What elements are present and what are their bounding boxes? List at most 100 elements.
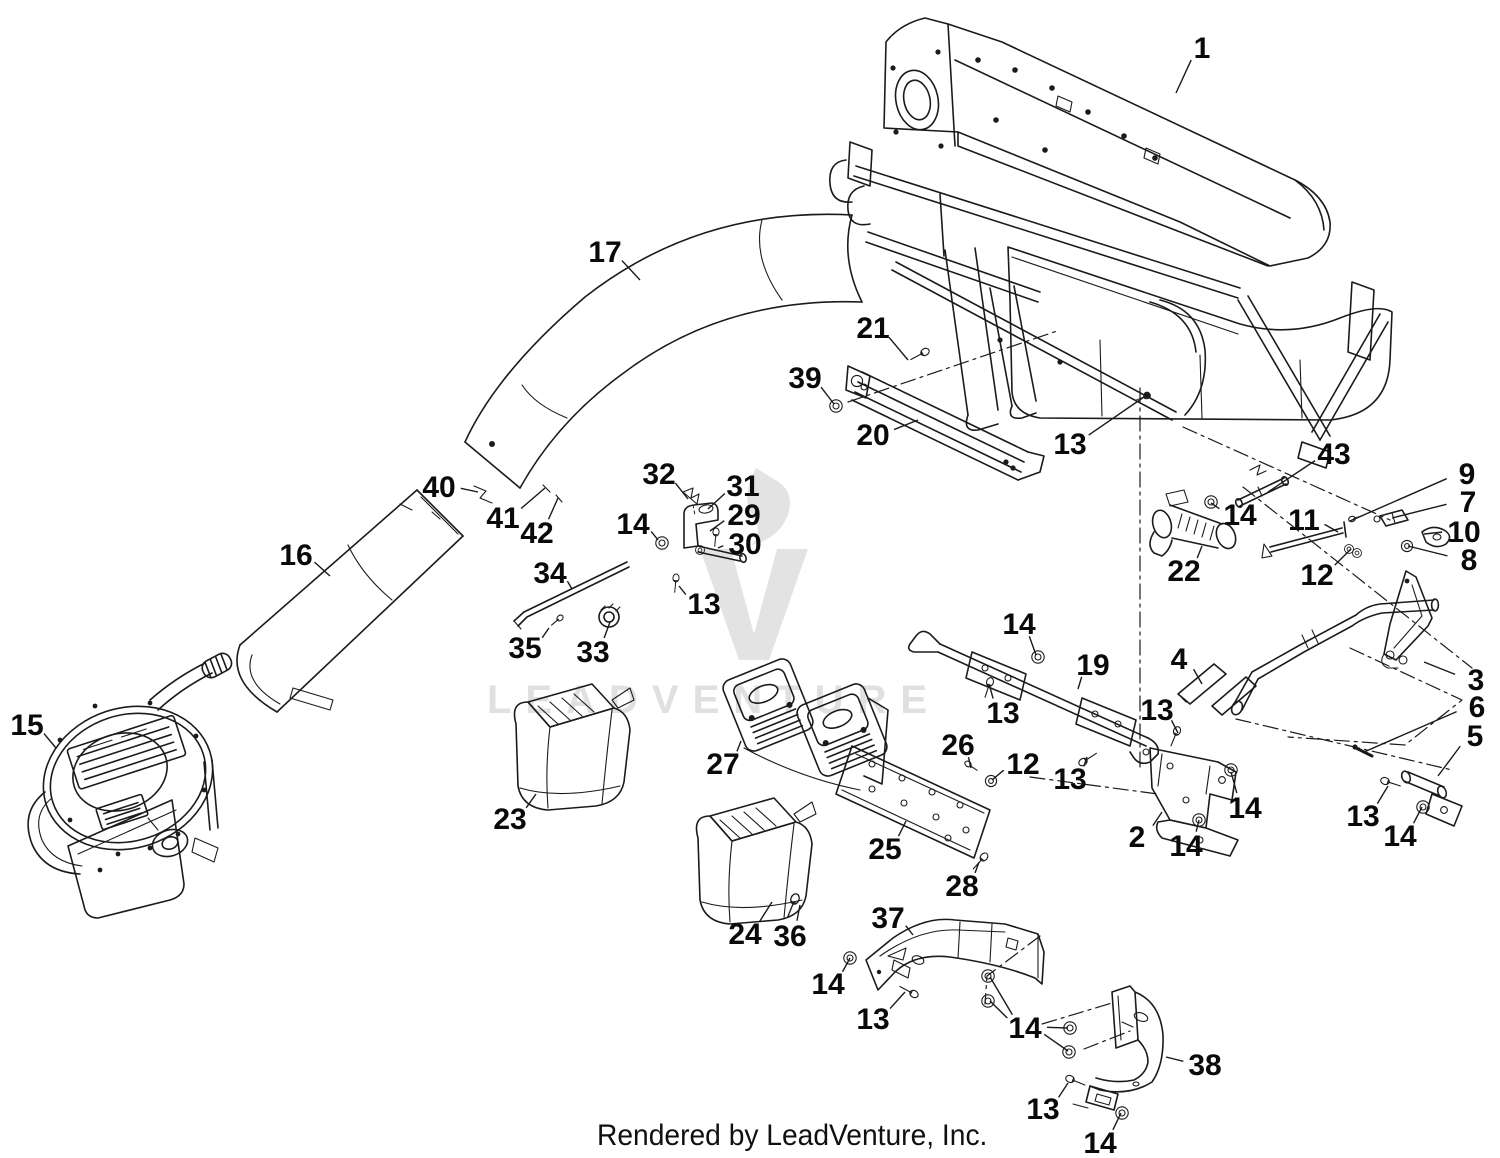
callout-leader-32 xyxy=(674,482,689,500)
mount-frame xyxy=(829,141,1389,469)
callout-label-38: 38 xyxy=(1188,1049,1221,1082)
callout-leader-14 xyxy=(989,976,1013,1016)
callout-label-24: 24 xyxy=(728,918,762,951)
callout-label-28: 28 xyxy=(945,870,978,903)
callout-label-5: 5 xyxy=(1467,720,1484,753)
callout-leader-43 xyxy=(1267,460,1316,493)
latch-rod-34 xyxy=(513,561,630,630)
rail-20 xyxy=(845,346,1045,481)
blower-assembly xyxy=(27,652,233,919)
callout-label-14: 14 xyxy=(1223,499,1257,532)
callout-leader-27 xyxy=(736,740,742,752)
grip-fitting-22 xyxy=(1149,489,1237,557)
callout-label-2: 2 xyxy=(1129,821,1146,854)
callout-label-36: 36 xyxy=(773,920,806,953)
callout-leader-13 xyxy=(1088,396,1145,436)
callout-label-4: 4 xyxy=(1171,643,1188,676)
callout-leader-17 xyxy=(621,260,641,281)
callout-label-11: 11 xyxy=(1288,504,1320,537)
callout-label-13: 13 xyxy=(1346,800,1379,833)
latch-bracket-29 xyxy=(670,487,747,594)
footer-credit: Rendered by LeadVenture, Inc. xyxy=(597,1119,988,1152)
callout-leader-14 xyxy=(841,957,851,973)
callout-leader-13 xyxy=(678,585,687,596)
callout-leader-13 xyxy=(988,683,994,699)
callout-leader-3 xyxy=(1423,661,1456,675)
alignment-lines xyxy=(847,329,1473,1050)
callout-leader-14 xyxy=(1210,502,1220,510)
callout-label-14: 14 xyxy=(1083,1127,1117,1158)
callout-label-3: 3 xyxy=(1468,664,1485,697)
callout-label-29: 29 xyxy=(727,499,760,532)
callout-leader-11 xyxy=(1324,523,1339,533)
callout-label-9: 9 xyxy=(1459,458,1476,491)
pivot-pin-43 xyxy=(1234,464,1290,509)
callout-label-14: 14 xyxy=(811,968,845,1001)
callout-leader-42 xyxy=(547,497,559,520)
bracket-2 xyxy=(1149,747,1239,857)
watermark-logo-icon xyxy=(700,468,808,660)
callout-leader-41 xyxy=(520,487,546,510)
callout-leader-28 xyxy=(974,861,980,874)
lower-chute xyxy=(236,489,464,713)
callout-label-6: 6 xyxy=(1469,691,1486,724)
callout-label-13: 13 xyxy=(687,588,720,621)
callout-leader-14 xyxy=(1230,771,1238,794)
callout-label-10: 10 xyxy=(1447,516,1480,549)
callout-leader-13 xyxy=(889,991,906,1010)
callout-label-25: 25 xyxy=(868,833,901,866)
callout-leader-2 xyxy=(1152,811,1163,827)
callout-leader-30 xyxy=(717,545,724,549)
callout-label-13: 13 xyxy=(1026,1093,1059,1126)
callout-label-27: 27 xyxy=(706,748,739,781)
callout-leader-1 xyxy=(1175,59,1192,94)
callout-label-14: 14 xyxy=(1383,820,1417,853)
callout-leader-14 xyxy=(1112,1112,1122,1131)
callout-leader-19 xyxy=(1077,676,1083,690)
callout-label-32: 32 xyxy=(642,458,675,491)
callout-label-15: 15 xyxy=(10,709,43,742)
callout-label-14: 14 xyxy=(1008,1012,1042,1045)
callout-leader-14 xyxy=(1028,636,1037,656)
callout-leader-9 xyxy=(1349,478,1447,522)
callout-label-22: 22 xyxy=(1167,555,1200,588)
callout-leader-13 xyxy=(1376,785,1389,805)
callout-label-41: 41 xyxy=(486,502,519,535)
callout-label-13: 13 xyxy=(986,697,1019,730)
callout-label-31: 31 xyxy=(726,470,759,503)
callout-leader-21 xyxy=(888,336,909,361)
callout-leader-23 xyxy=(525,793,537,809)
callout-leader-26 xyxy=(967,757,972,769)
callout-leader-34 xyxy=(566,580,573,590)
callout-leader-20 xyxy=(893,419,919,431)
callout-leader-15 xyxy=(43,733,57,749)
callout-leader-40 xyxy=(460,487,479,493)
straps-4 xyxy=(1177,663,1257,716)
callout-leader-16 xyxy=(314,561,331,577)
callout-label-17: 17 xyxy=(588,236,621,269)
callout-label-37: 37 xyxy=(871,902,904,935)
support-bar-19 xyxy=(907,630,1160,765)
callout-leader-25 xyxy=(897,820,907,837)
callout-leader-14 xyxy=(1412,806,1423,824)
callout-label-13: 13 xyxy=(856,1003,889,1036)
callout-leader-12 xyxy=(1334,548,1352,566)
callout-label-14: 14 xyxy=(1228,792,1262,825)
console-cover xyxy=(722,658,889,791)
callout-label-13: 13 xyxy=(1140,694,1173,727)
callout-leader-31 xyxy=(707,492,726,510)
cover-pod-23 xyxy=(513,683,635,811)
callout-leader-6 xyxy=(1363,711,1457,753)
callout-label-21: 21 xyxy=(856,312,889,345)
callout-leader-24 xyxy=(758,901,773,923)
callout-label-34: 34 xyxy=(533,557,567,590)
callout-label-39: 39 xyxy=(788,362,821,395)
callout-label-1: 1 xyxy=(1194,32,1211,65)
rod-assembly-3 xyxy=(1230,570,1440,716)
callout-label-8: 8 xyxy=(1461,544,1478,577)
callout-leader-4 xyxy=(1192,668,1203,685)
callout-label-20: 20 xyxy=(856,419,889,452)
cover-pod-24 xyxy=(695,797,817,925)
